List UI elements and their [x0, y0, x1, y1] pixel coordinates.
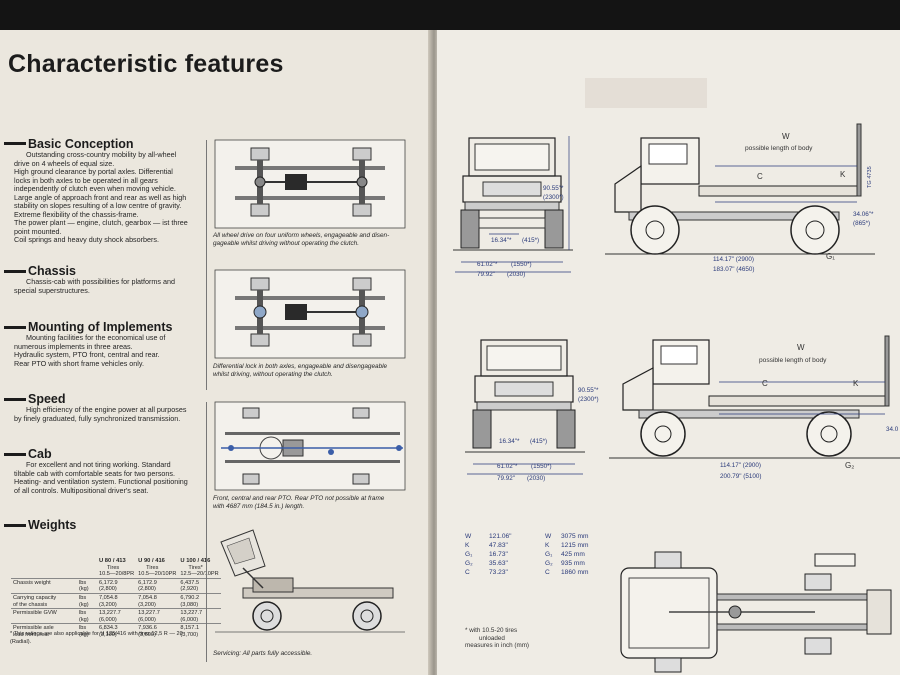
dim-height-2: 90.55"* — [578, 387, 599, 394]
section-marker — [4, 142, 26, 145]
dim-width2-mm-2: (2030) — [527, 475, 546, 482]
heading-basic-conception: Basic Conception — [28, 137, 134, 151]
dim-rear-1: 34.06"* — [853, 211, 874, 218]
text-cab: For excellent and not tiring working. St… — [14, 460, 188, 495]
divider — [206, 402, 207, 532]
page-title: Characteristic features — [8, 50, 284, 78]
section-marker — [4, 453, 26, 456]
label-g2: G₂ — [845, 461, 855, 470]
dim-width2-mm-1: (2030) — [507, 271, 526, 278]
caption-pto: Front, central and rear PTO. Rear PTO no… — [213, 495, 385, 510]
side-view-2 — [609, 335, 900, 459]
dim-width1-1: 61.02"* — [477, 261, 498, 268]
left-page: Characteristic features Basic Conception… — [0, 30, 432, 675]
reference-code: TG 4735 — [867, 166, 873, 188]
side-view-1 — [605, 123, 875, 255]
label-c-1: C — [757, 172, 763, 181]
dim-length-1: 183.07" (4650) — [713, 266, 755, 273]
text-chassis: Chassis-cab with possibilities for platf… — [14, 277, 176, 295]
section-marker — [4, 398, 26, 401]
text-mounting: Mounting facilities for the economical u… — [14, 333, 166, 368]
page-smudge — [585, 78, 707, 108]
label-body-1: possible length of body — [745, 145, 813, 152]
dim-width1-mm-1: (1550*) — [511, 261, 532, 268]
front-view-2 — [465, 339, 585, 475]
dim-track-mm-1: (415*) — [522, 237, 540, 244]
label-k-2: K — [853, 379, 859, 388]
label-w-1: W — [782, 132, 790, 141]
dim-height-mm-2: (2300*) — [578, 396, 599, 403]
dim-length-2: 200.79" (5100) — [720, 473, 762, 480]
label-body-2: possible length of body — [759, 357, 827, 364]
section-marker — [4, 270, 26, 273]
table-row: Permissible GVW lbs(kg) 13,227.7(6,000) … — [11, 608, 221, 624]
dim-height-mm-1: (2300*) — [543, 194, 564, 201]
dim-track-1: 16.34"* — [491, 237, 512, 244]
section-marker — [4, 326, 26, 329]
text-basic-conception: Outstanding cross-country mobility by al… — [14, 150, 188, 244]
heading-mounting: Mounting of Implements — [28, 320, 173, 334]
heading-chassis: Chassis — [28, 264, 76, 278]
divider — [206, 270, 207, 390]
servicing-illustration — [215, 529, 405, 633]
dim-width1-2: 61.02"* — [497, 463, 518, 470]
dim-wheelbase-1: 114.17" (2900) — [713, 256, 754, 263]
dim-rear-2: 34.0 — [886, 426, 899, 433]
dim-track-mm-2: (415*) — [530, 438, 548, 445]
awd-chassis-illustration — [214, 139, 406, 229]
section-marker — [4, 524, 26, 527]
divider — [206, 532, 207, 662]
dim-track-2: 16.34"* — [499, 438, 520, 445]
text-speed: High efficiency of the engine power at a… — [14, 405, 187, 423]
label-c-2: C — [762, 379, 768, 388]
front-view-1 — [453, 136, 573, 273]
measures-note: * with 10.5-20 tires unloaded measures i… — [465, 627, 530, 650]
table-row: Chassis weight lbs(kg) 6,172.9(2,800) 6,… — [11, 577, 221, 594]
dim-width1-mm-2: (1550*) — [531, 463, 552, 470]
diff-lock-illustration — [214, 269, 406, 359]
pto-illustration — [214, 401, 406, 491]
heading-weights: Weights — [28, 518, 77, 532]
caption-servicing: Servicing: All parts fully accessible. — [213, 650, 313, 657]
dim-width2-2: 79.92" — [497, 475, 515, 482]
caption-awd: All wheel drive on four uniform wheels, … — [213, 232, 390, 247]
caption-diff-lock: Differential lock in both axles, engagea… — [213, 363, 388, 378]
top-view-chassis — [620, 551, 892, 673]
dim-rear-mm-1: (865*) — [853, 220, 871, 227]
dim-wheelbase-2: 114.17" (2900) — [720, 462, 761, 469]
right-page: 90.55"* (2300*) 16.34"* (415*) 61.02"* (… — [437, 30, 900, 675]
heading-cab: Cab — [28, 447, 52, 461]
label-k-1: K — [840, 170, 846, 179]
divider — [206, 140, 207, 270]
label-w-2: W — [797, 343, 805, 352]
dim-width2-1: 79.92" — [477, 271, 495, 278]
label-g1: G₁ — [826, 252, 835, 261]
weights-footnote: * This ratings are also applicable for U… — [10, 631, 183, 645]
heading-speed: Speed — [28, 392, 66, 406]
dim-height-1: 90.55"* — [543, 185, 564, 192]
